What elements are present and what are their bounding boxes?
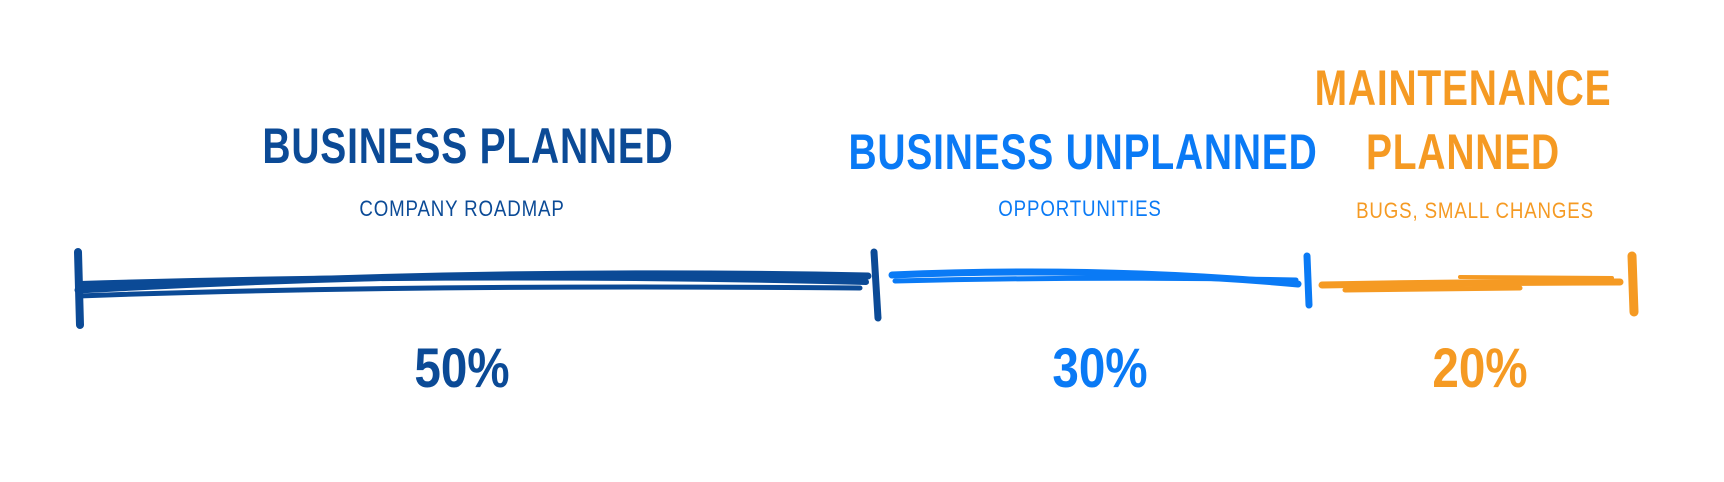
segment-bar-maintenance-planned xyxy=(1318,251,1639,317)
segment-subtitle-business-unplanned: Opportunities xyxy=(998,196,1162,221)
segment-bar-business-planned xyxy=(74,248,882,329)
segment-title-maintenance-line2: Planned xyxy=(1366,124,1560,180)
segment-subtitle-business-planned: Company roadmap xyxy=(359,196,565,221)
segment-percent-business-unplanned: 30% xyxy=(1052,336,1148,399)
segment-title-business-planned: Business Planned xyxy=(262,118,674,174)
segment-percent-business-planned: 50% xyxy=(414,336,510,399)
segment-bar-business-unplanned xyxy=(888,252,1313,309)
segment-subtitle-maintenance-planned: Bugs, small changes xyxy=(1356,198,1594,223)
segment-title-maintenance-line1: Maintenance xyxy=(1314,60,1612,116)
segment-percent-maintenance-planned: 20% xyxy=(1432,336,1528,399)
segment-title-business-unplanned: Business Unplanned xyxy=(848,124,1318,180)
